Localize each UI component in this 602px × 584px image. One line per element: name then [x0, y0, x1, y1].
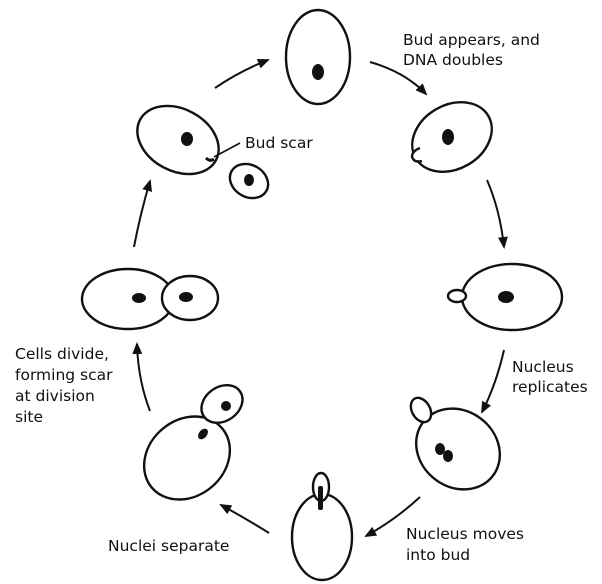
label-nucleus-replicates-line2: replicates [512, 378, 588, 396]
label-cells-divide-line2: forming scar [15, 366, 113, 384]
label-nuclei-separate: Nuclei separate [108, 537, 229, 555]
label-cells-divide-line4: site [15, 408, 43, 426]
label-nucleus-replicates-line1: Nucleus [512, 358, 574, 376]
arrow-8-to-1 [215, 60, 268, 88]
label-bud-appears-line2: DNA doubles [403, 51, 503, 69]
arrow-5-to-6 [221, 505, 269, 533]
label-nucleus-moves-line2: into bud [406, 546, 470, 564]
cell-stage-nucleus-moves [292, 473, 352, 580]
label-cells-divide-line1: Cells divide, [15, 345, 109, 363]
cell-stage-cells-divide [82, 269, 218, 329]
cell-stage-bud-grows [448, 264, 562, 330]
arrow-3-to-4 [482, 350, 504, 412]
cell-stage-nucleus-replicates [400, 392, 516, 506]
label-bud-scar: Bud scar [245, 134, 313, 152]
arrow-6-to-7 [137, 344, 150, 411]
label-cells-divide-line3: at division [15, 387, 95, 405]
label-nucleus-moves-line1: Nucleus moves [406, 525, 524, 543]
cell-stage-unbudded [286, 10, 350, 104]
arrow-7-to-8 [134, 181, 150, 247]
arrow-2-to-3 [487, 180, 504, 247]
cell-stage-bud-appears [400, 88, 505, 185]
label-bud-appears-line1: Bud appears, and [403, 31, 540, 49]
